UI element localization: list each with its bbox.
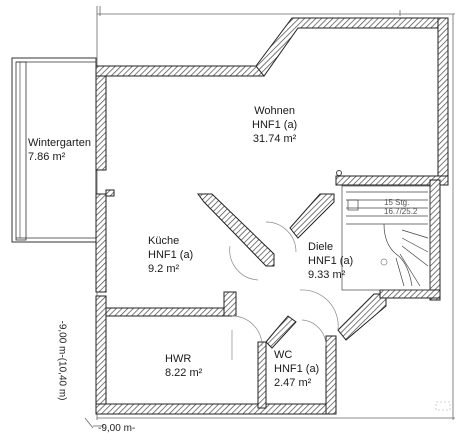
room-wohnen: Wohnen HNF1 (a) 31.74 m² [252,104,297,146]
room-kueche: Küche HNF1 (a) 9.2 m² [148,234,193,276]
room-wintergarten-area: 7.86 m² [28,151,66,163]
room-hwr-name: HWR [165,353,192,365]
door-swings [229,221,339,360]
stairs-ratio: 16.7/25.2 [384,207,418,216]
room-hwr-area: 8.22 m² [165,367,203,379]
room-wc: WC HNF1 (a) 2.47 m² [274,348,319,390]
room-kueche-area: 9.2 m² [148,263,180,275]
room-diele: Diele HNF1 (a) 9.33 m² [308,240,353,282]
room-hwr: HWR 8.22 m² [165,352,202,380]
room-wohnen-use: HNF1 (a) [252,119,298,131]
room-wintergarten-name: Wintergarten [28,137,91,149]
socket-symbol [336,170,342,176]
room-diele-use: HNF1 (a) [308,255,354,267]
terrace-hint [435,401,451,411]
dimension-vertical: -9,00 m-(10,40 m) [56,320,68,401]
room-wc-name: WC [274,349,293,361]
room-wintergarten: Wintergarten 7.86 m² [28,136,91,164]
room-diele-area: 9.33 m² [308,269,346,281]
walls [95,17,449,415]
room-wc-use: HNF1 (a) [274,363,320,375]
stairs-steps: 15 Stg. [384,198,410,207]
room-diele-name: Diele [308,241,334,253]
room-wohnen-name: Wohnen [254,105,295,117]
room-wc-area: 2.47 m² [274,377,312,389]
room-wohnen-area: 31.74 m² [252,133,297,145]
room-kueche-name: Küche [148,235,180,247]
dimension-horizontal: -9,00 m- [98,423,136,434]
stairs-label: 15 Stg. 16.7/25.2 [384,198,417,216]
room-kueche-use: HNF1 (a) [148,249,194,261]
staircase [341,185,431,291]
